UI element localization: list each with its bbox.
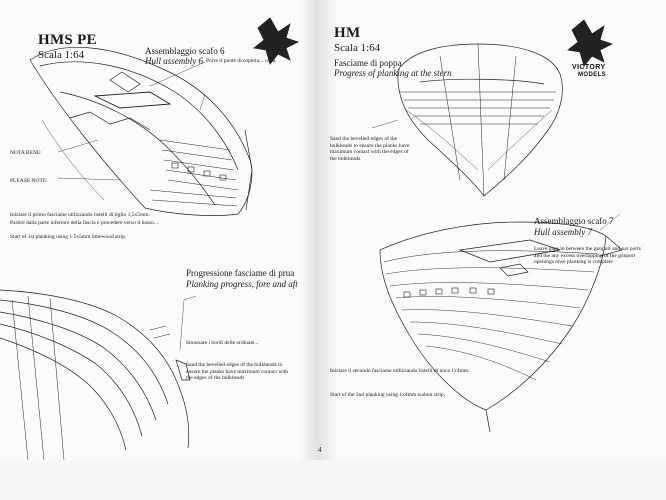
left-logo-fragment xyxy=(253,17,300,65)
left-bottom-note-2: Partire dalla parte inferiore della fasc… xyxy=(10,220,158,226)
left-nota-bene: NOTA BENE: xyxy=(10,150,42,156)
bow-bulkhead-note-en: Sand the bevelled edges of the bulkheads… xyxy=(186,362,289,381)
bow-bulkhead-note-it: Smussare i bordi delle ordinate... xyxy=(186,340,259,346)
assembly-7-title-it: Assemblaggio scafo 7 xyxy=(534,216,614,226)
right-page-title: HM xyxy=(334,25,361,41)
bow-section-title-en: Planking progress, fore and aft xyxy=(186,279,298,289)
right-page-scale: Scala 1:64 xyxy=(334,42,381,54)
hull-assembly-7-drawing xyxy=(379,213,623,433)
hull-assembly-6-drawing xyxy=(29,47,253,216)
left-glue-note: Porre il ponte di coperta... colla xyxy=(206,58,276,64)
left-please-note: PLEASE NOTE: xyxy=(10,178,48,184)
assembly-7-gunport-note: Leave gaps in between the gunport and oa… xyxy=(534,246,641,265)
victory-models-logo-seal xyxy=(567,19,614,67)
logo-line-2: MODELS xyxy=(578,72,607,78)
left-page-title: HMS PE xyxy=(38,32,97,48)
stern-title-it: Fasciame di poppa xyxy=(334,58,402,68)
second-planking-note-it: Iniziare il secondo fasciame utilizzando… xyxy=(330,368,470,374)
left-assembly-title-it: Assemblaggio scafo 6 xyxy=(145,46,225,56)
bow-planking-drawing xyxy=(0,289,197,461)
logo-line-1: VICTORY xyxy=(572,64,606,71)
page-gutter-shadow xyxy=(300,0,336,460)
stern-bulkhead-note: Sand the bevelled edges of the bulkheads… xyxy=(330,136,410,162)
left-assembly-title-en: Hull assembly 6 xyxy=(145,56,203,66)
page-number: 4 xyxy=(318,446,322,454)
right-page xyxy=(318,0,666,460)
assembly-7-title-en: Hull assembly 7 xyxy=(534,227,592,237)
bow-section-title-it: Progressione fasciame di prua xyxy=(186,268,295,278)
stern-planking-drawing xyxy=(371,43,563,197)
stern-title-en: Progress of planking at the stern xyxy=(334,68,452,78)
second-planking-note-en: Start of the 2nd planking using 1x4mm wa… xyxy=(330,392,446,398)
left-bottom-note-3: Start of 1st planking using 1.5x5mm lime… xyxy=(10,234,127,240)
left-page-scale: Scala 1:64 xyxy=(38,49,85,61)
left-bottom-note-1: Iniziare il primo fasciame utilizzando l… xyxy=(10,212,150,218)
